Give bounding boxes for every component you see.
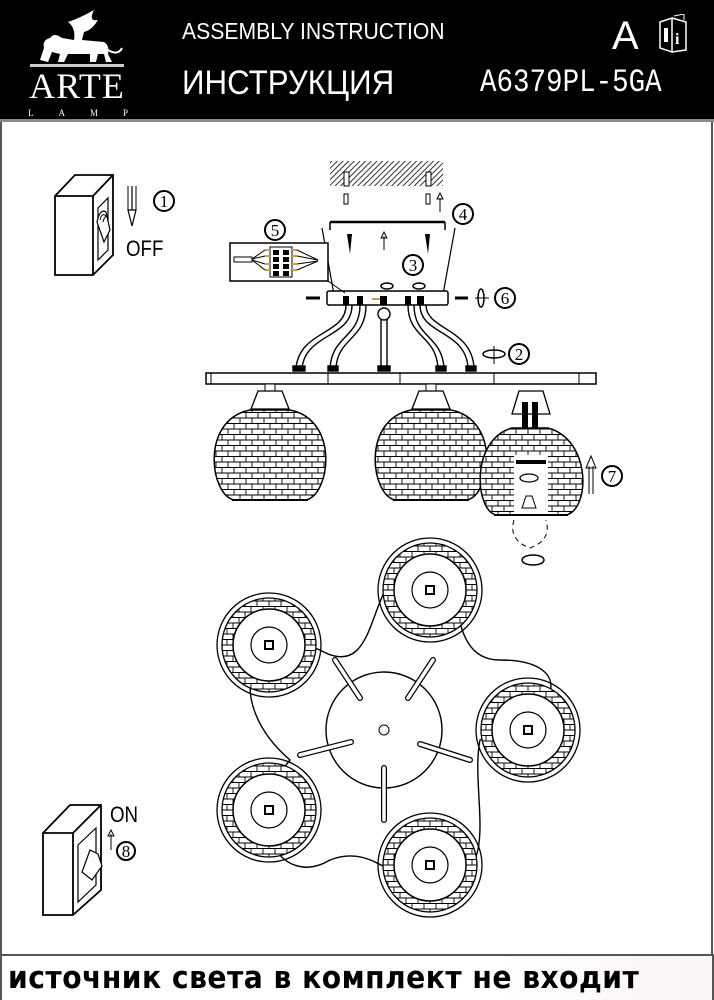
step-number: 4 xyxy=(459,205,468,224)
step-6-badge: 6 xyxy=(494,287,516,309)
fixture-top-view xyxy=(249,572,552,885)
step-3-badge: 3 xyxy=(402,254,424,276)
shade-top-view xyxy=(377,537,483,643)
language-badge: A xyxy=(612,14,639,58)
footer-notice-bar: источник света в комплект не входит xyxy=(0,954,714,1000)
on-label: ON xyxy=(110,802,139,827)
step-number: 7 xyxy=(608,467,617,486)
brand-name: ARTE xyxy=(29,66,125,106)
assembly-diagram: 1 4 3 xyxy=(42,161,623,918)
step-8-badge: 8 xyxy=(116,841,136,861)
model-number: A6379PL-5GA xyxy=(480,64,662,101)
step-7-badge: 7 xyxy=(601,465,623,487)
step-number: 5 xyxy=(271,221,280,240)
light-source-not-included-notice: источник света в комплект не входит xyxy=(8,960,640,996)
step-1-badge: 1 xyxy=(153,190,175,212)
glass-shade-exploded xyxy=(479,390,584,566)
step-number: 6 xyxy=(501,289,510,308)
glass-shade xyxy=(213,383,327,501)
shade-top-view xyxy=(377,812,483,918)
lamp-arms xyxy=(292,304,477,372)
rotate-icon xyxy=(475,288,489,308)
brand-sub-letter: A xyxy=(58,108,65,118)
step-number: 1 xyxy=(160,192,169,211)
shade-top-view xyxy=(216,757,322,863)
svg-text:i: i xyxy=(675,31,680,48)
title-russian: ИНСТРУКЦИЯ xyxy=(182,64,395,102)
winged-lion-icon xyxy=(30,10,124,67)
page-frame xyxy=(0,122,713,1000)
title-english: ASSEMBLY INSTRUCTION xyxy=(182,18,445,44)
rotate-icon xyxy=(482,346,506,364)
step-number: 8 xyxy=(122,842,131,861)
arrow-up-icon xyxy=(107,828,115,850)
glass-shade xyxy=(374,383,488,501)
step-number: 2 xyxy=(515,345,524,364)
brand-sub-letter: P xyxy=(122,108,128,118)
switch-on-illustration xyxy=(42,804,103,916)
arte-lamp-logo: ARTE L A M P xyxy=(18,10,136,118)
off-label: OFF xyxy=(126,236,164,261)
canopy xyxy=(306,220,468,306)
step-number: 3 xyxy=(409,256,418,275)
arrow-down-icon xyxy=(127,186,137,227)
switch-off-illustration xyxy=(54,174,114,276)
step-2-badge: 2 xyxy=(508,343,530,365)
shade-top-view xyxy=(216,592,322,698)
step-4-badge: 4 xyxy=(452,203,474,225)
step-5-badge: 5 xyxy=(264,219,286,241)
shade-top-view xyxy=(475,677,581,783)
brand-subtitle: L A M P xyxy=(28,108,128,118)
arrow-up-icon xyxy=(585,454,597,494)
wiring-terminal-inset xyxy=(229,242,346,294)
mounting-bar xyxy=(205,372,597,385)
ceiling xyxy=(330,161,444,212)
brand-sub-letter: M xyxy=(89,108,98,118)
brand-sub-letter: L xyxy=(28,108,34,118)
header-bar: ARTE L A M P ASSEMBLY INSTRUCTION ИНСТРУ… xyxy=(0,0,714,122)
info-book-icon: i xyxy=(659,14,687,54)
